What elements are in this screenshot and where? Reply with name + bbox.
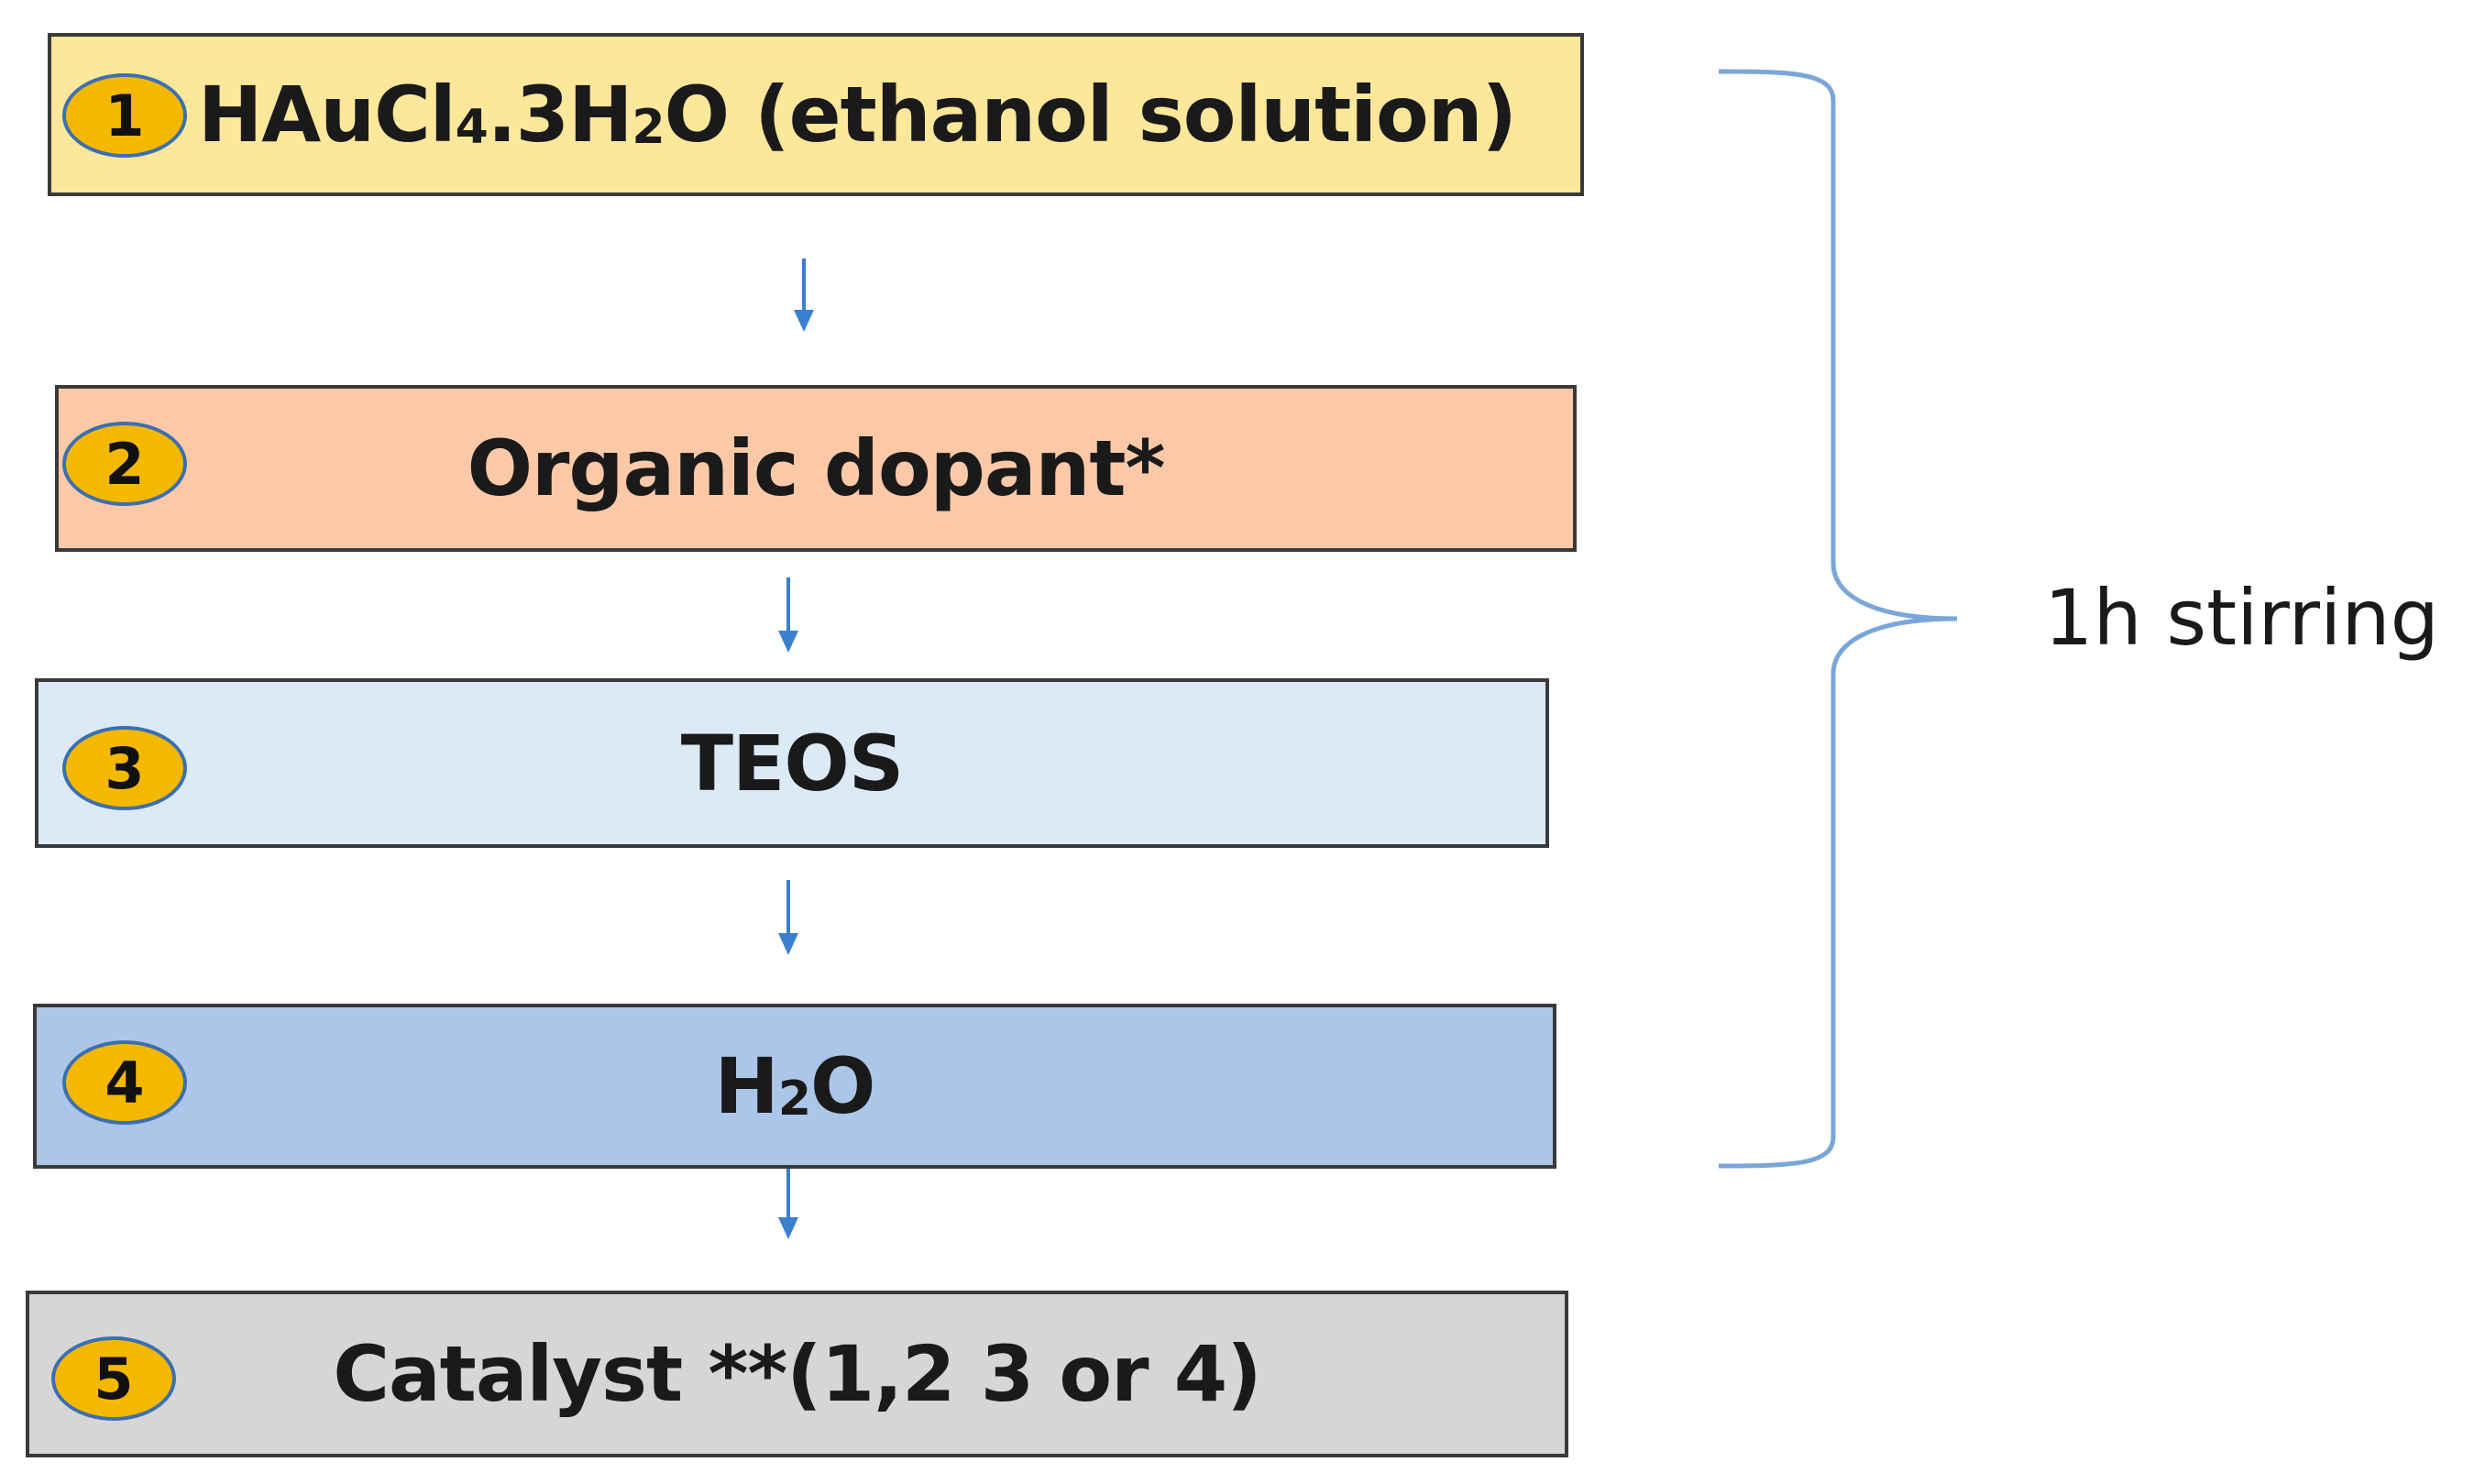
step-5-box: 5 Catalyst **(1,2 3 or 4) xyxy=(26,1291,1568,1457)
arrow-4-to-5 xyxy=(778,1169,798,1239)
arrow-3-to-4 xyxy=(778,880,798,955)
arrow-1-to-2 xyxy=(794,258,814,332)
step-2-number: 2 xyxy=(104,430,145,498)
step-2-label: Organic dopant* xyxy=(467,423,1166,513)
step-2-box: 2 Organic dopant* xyxy=(55,385,1577,552)
step-1-number: 1 xyxy=(104,82,145,149)
step-3-label: TEOS xyxy=(680,718,905,808)
right-curly-bracket xyxy=(1718,69,1958,1169)
step-1-number-badge: 1 xyxy=(62,73,187,158)
step-3-number: 3 xyxy=(104,734,145,802)
step-3-box: 3 TEOS xyxy=(35,678,1549,848)
step-5-label: Catalyst **(1,2 3 or 4) xyxy=(333,1329,1261,1419)
step-4-number-badge: 4 xyxy=(62,1040,187,1125)
step-4-number: 4 xyxy=(104,1049,145,1116)
arrow-2-to-3 xyxy=(778,577,798,653)
step-3-number-badge: 3 xyxy=(62,726,187,810)
step-5-number-badge: 5 xyxy=(51,1336,176,1421)
bracket-label: 1h stirring xyxy=(2044,573,2439,663)
step-2-number-badge: 2 xyxy=(62,422,187,506)
step-5-number: 5 xyxy=(93,1345,134,1413)
